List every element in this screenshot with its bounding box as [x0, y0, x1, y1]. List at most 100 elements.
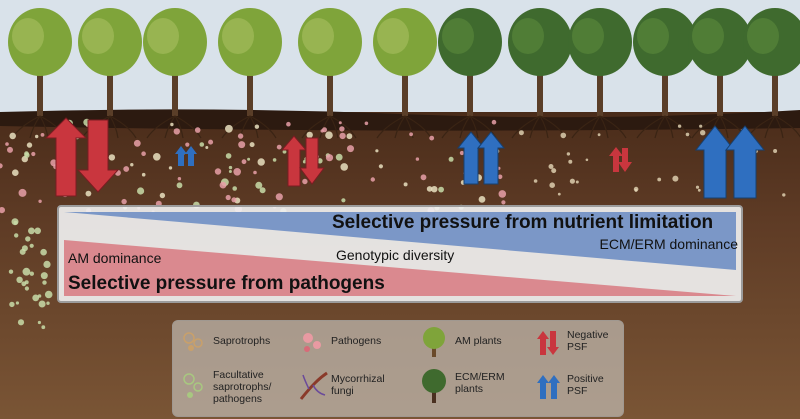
microbe: [50, 159, 58, 167]
microbe: [37, 294, 42, 298]
am-tree: [218, 8, 282, 139]
microbe: [46, 301, 50, 305]
microbe: [533, 179, 538, 183]
ecm-tree: [688, 8, 752, 139]
gradient-panel: [57, 205, 743, 303]
pathogen-pressure-wedge: [64, 240, 736, 296]
microbe: [302, 178, 308, 185]
microbe: [335, 153, 343, 161]
negative-psf-arrow-down-mid: [299, 137, 325, 185]
microbe: [341, 198, 346, 203]
microbe: [205, 146, 209, 149]
am-plant-icon: [423, 327, 445, 357]
legend-ecm-plants: ECM/ERM plants: [455, 371, 505, 395]
microbe-group: [0, 118, 786, 330]
microbe: [199, 142, 205, 147]
microbe: [228, 165, 233, 170]
microbe: [255, 181, 263, 189]
microbe: [16, 276, 23, 283]
microbe: [14, 233, 19, 238]
microbe: [518, 130, 524, 136]
negative-psf-arrow-group: [44, 117, 632, 197]
microbe: [29, 271, 34, 276]
ecm-plant-icon: [422, 369, 446, 403]
microbe: [237, 133, 244, 139]
microbe: [41, 325, 46, 330]
tree-group: [8, 8, 800, 139]
microbe: [214, 168, 222, 175]
microbe: [695, 185, 700, 189]
ecm-tree: [438, 8, 502, 139]
microbe: [7, 146, 13, 153]
microbe: [185, 142, 190, 147]
microbe: [247, 157, 251, 161]
microbe: [575, 180, 579, 184]
microbe: [225, 194, 231, 201]
microbe: [551, 168, 557, 174]
microbe: [137, 187, 145, 195]
microbe: [325, 154, 334, 162]
microbe: [560, 132, 567, 139]
microbe: [426, 186, 433, 192]
microbe: [35, 134, 39, 139]
microbe: [168, 166, 173, 170]
positive-psf-arrow-large-1: [694, 125, 736, 199]
microbe: [40, 133, 45, 137]
am-tree: [143, 8, 207, 139]
microbe: [259, 187, 266, 194]
microbe: [657, 177, 662, 182]
microbe: [347, 145, 354, 153]
microbe: [43, 260, 51, 268]
microbe: [194, 127, 201, 133]
microbe: [431, 186, 438, 193]
microbe: [170, 122, 174, 127]
microbe: [276, 144, 282, 150]
microbe: [8, 269, 14, 274]
microbe: [325, 131, 333, 139]
microbe: [225, 124, 233, 133]
microbe: [141, 151, 146, 156]
microbe: [40, 272, 48, 280]
microbe: [569, 178, 576, 184]
microbe: [34, 227, 41, 235]
positive-psf-arrow-mid-2: [476, 131, 506, 185]
pathogen-pressure-label: Selective pressure from pathogens: [68, 273, 385, 294]
microbe: [37, 320, 42, 325]
mycorrhizal-fungi-icon: [299, 371, 328, 400]
microbe: [557, 192, 561, 196]
microbe: [275, 193, 283, 201]
microbe: [272, 158, 277, 162]
microbe: [26, 142, 33, 148]
microbe: [597, 133, 601, 137]
positive-psf-arrow-group: [175, 125, 766, 199]
microbe: [25, 236, 31, 242]
microbe: [231, 197, 237, 203]
microbe: [176, 182, 183, 189]
negative-psf-arrow-up-small: [609, 147, 623, 172]
microbe: [241, 159, 247, 165]
microbe: [24, 286, 29, 291]
microbe: [15, 301, 19, 305]
microbe: [12, 169, 19, 176]
microbe: [153, 153, 161, 161]
ecm-tree: [743, 8, 800, 139]
microbe: [420, 174, 427, 181]
genotypic-diversity-label: Genotypic diversity: [336, 247, 455, 263]
am-tree: [298, 8, 362, 139]
microbe: [22, 267, 31, 276]
negative-psf-arrow-up-large: [44, 117, 88, 197]
facultative-icon: [183, 373, 203, 398]
microbe: [501, 200, 506, 205]
legend-am-plants: AM plants: [455, 335, 502, 347]
microbe: [497, 174, 503, 180]
microbe: [5, 142, 9, 146]
microbe: [38, 300, 46, 308]
microbe: [123, 166, 130, 172]
legend-negative-psf: Negative PSF: [567, 329, 609, 353]
microbe: [346, 133, 353, 140]
microbe: [177, 177, 182, 181]
microbe: [409, 132, 413, 137]
microbe: [338, 121, 342, 125]
